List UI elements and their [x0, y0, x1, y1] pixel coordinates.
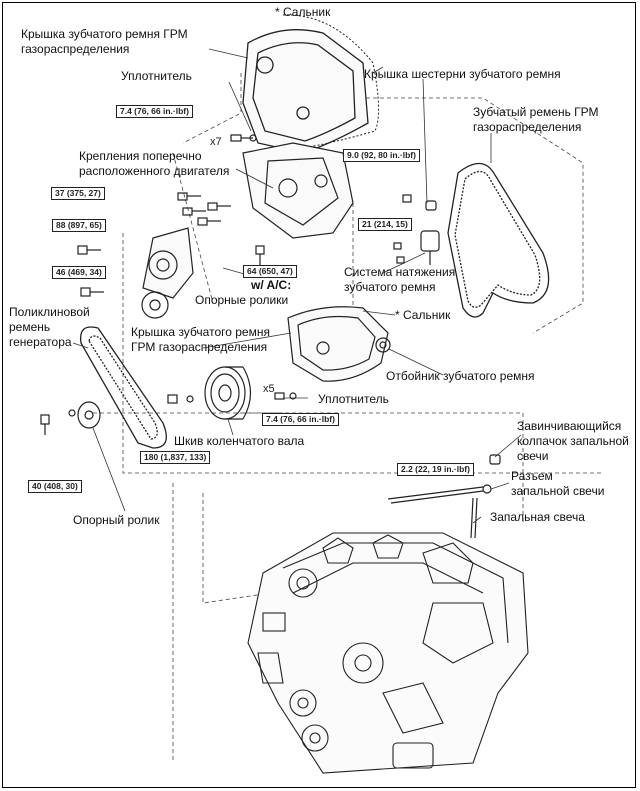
label-upper-timing-cover: Крышка зубчатого ремня ГРМ газораспредел…: [21, 27, 188, 56]
label-transverse-mounts: Крепления поперечно расположенного двига…: [79, 149, 230, 178]
glow-plug-assembly: [387, 454, 501, 539]
exploded-view-drawing: [40, 14, 603, 774]
torque-spec: 40 (408, 30): [28, 480, 82, 493]
torque-spec: 9.0 (92, 80 in.·lbf): [343, 149, 420, 162]
vbelt-drawing: [79, 326, 167, 449]
quantity-x7: x7: [210, 136, 222, 148]
upper-cover-seal: [282, 14, 380, 149]
label-glow-plug: Запальная свеча: [490, 510, 585, 524]
label-belt-gear-cover: Крышка шестерни зубчатого ремня: [364, 67, 561, 81]
engine-mount-bracket: [242, 142, 354, 239]
belt-gear-cover-part: [425, 200, 437, 211]
quantity-x5: x5: [263, 383, 275, 395]
label-tensioner: Система натяжения зубчатого ремня: [344, 265, 456, 294]
timing-belt-drawing: [447, 162, 550, 318]
oil-seal-mid: [375, 337, 391, 353]
label-gasket-1: Уплотнитель: [121, 69, 192, 83]
bolt-group-x5: [274, 392, 297, 400]
label-belt-guide: Отбойник зубчатого ремня: [386, 369, 535, 383]
torque-spec: 7.4 (76, 66 in.·lbf): [262, 413, 339, 426]
torque-spec: 2.2 (22, 19 in.·lbf): [397, 463, 474, 476]
upper-timing-cover: [242, 29, 369, 154]
lower-timing-cover: [287, 306, 389, 382]
torque-spec: 21 (214, 15): [358, 218, 412, 231]
label-idler: Опорный ролик: [73, 513, 160, 527]
torque-spec: 37 (375, 27): [51, 187, 105, 200]
label-timing-belt: Зубчатый ремень ГРМ газораспределения: [473, 105, 599, 134]
leader-lines: [72, 48, 522, 524]
label-gasket-2: Уплотнитель: [318, 392, 389, 406]
torque-spec: 46 (469, 34): [52, 266, 106, 279]
torque-spec: 64 (650, 47): [243, 265, 297, 278]
label-crank-pulley: Шкив коленчатого вала: [174, 434, 305, 448]
bolt-group-x7: [230, 134, 257, 142]
label-oil-seal-mid: * Сальник: [395, 308, 451, 322]
torque-spec: 88 (897, 65): [52, 219, 106, 232]
timing-belt-tensioner: [420, 230, 440, 265]
label-plug-connector: Разъем запальной свечи: [511, 469, 605, 498]
torque-spec: 7.4 (76, 66 in.·lbf): [116, 105, 193, 118]
crankshaft-bolt: [167, 394, 178, 404]
label-ac-rollers: Опорные ролики: [195, 293, 289, 307]
ac-idler-rollers: [141, 227, 194, 319]
label-ac-prefix: w/ A/C:: [251, 278, 292, 292]
torque-spec: 180 (1,837, 133): [140, 451, 211, 464]
idler-pulley: [40, 401, 101, 435]
label-oil-seal-top: * Сальник: [275, 5, 331, 19]
engine-block: [247, 532, 529, 774]
label-vbelt: Поликлиновой ремень генератора: [9, 305, 90, 349]
label-lower-timing-cover: Крышка зубчатого ремня ГРМ газораспредел…: [131, 325, 270, 354]
mount-bolts: [77, 192, 412, 297]
label-plug-cap: Завинчивающийся колпачок запальной свечи: [517, 419, 629, 463]
crankshaft-pulley: [204, 366, 252, 420]
